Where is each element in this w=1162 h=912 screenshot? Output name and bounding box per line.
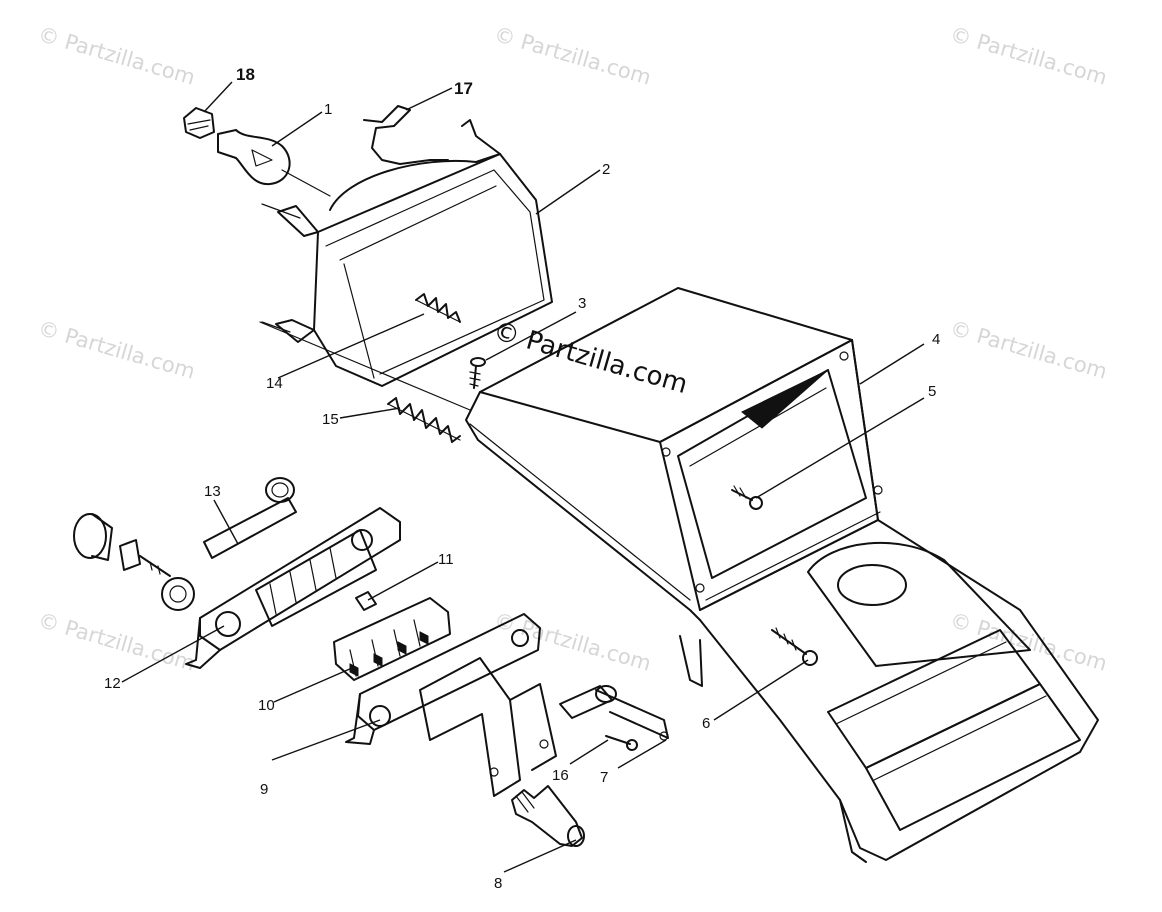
screw-part-3 — [469, 357, 486, 389]
spring-part-15 — [387, 397, 461, 443]
bulb-socket-part — [183, 107, 215, 139]
callout-14: 14 — [266, 375, 283, 392]
switch-bracket-part-12 — [185, 477, 401, 669]
callout-12: 12 — [104, 675, 121, 692]
callout-17: 17 — [454, 79, 473, 98]
switch-block-part-10 — [333, 597, 451, 681]
callout-3: 3 — [578, 295, 587, 312]
dash-housing-part — [465, 287, 1099, 863]
callout-8: 8 — [494, 875, 503, 892]
spring-part-14 — [259, 293, 471, 411]
plate-part-13 — [203, 497, 297, 559]
pin-part-11 — [355, 591, 377, 611]
callout-4: 4 — [932, 331, 941, 348]
knob-part-8 — [511, 785, 585, 847]
callout-13: 13 — [204, 483, 221, 500]
callout-7: 7 — [600, 769, 609, 786]
callout-18: 18 — [236, 65, 255, 84]
callout-10: 10 — [258, 697, 275, 714]
ignition-lock-part — [73, 513, 195, 611]
callout-1: 1 — [324, 101, 333, 118]
callout-6: 6 — [702, 715, 711, 732]
callout-11: 11 — [438, 551, 454, 568]
headlight-housing-part — [261, 119, 553, 387]
callout-15: 15 — [322, 411, 339, 428]
toggle-switch-part-7 — [559, 685, 669, 741]
screw-part-5 — [731, 485, 763, 510]
callout-5: 5 — [928, 383, 937, 400]
callout-16: 16 — [552, 767, 569, 784]
wire-clip-part — [363, 105, 449, 165]
leader-lines — [121, 81, 925, 873]
lower-bracket-part-9 — [345, 613, 557, 797]
screw-part-6 — [771, 627, 818, 666]
screw-part-16 — [605, 735, 638, 751]
bulb-part — [217, 129, 331, 197]
callout-9: 9 — [260, 781, 269, 798]
callout-2: 2 — [602, 161, 611, 178]
